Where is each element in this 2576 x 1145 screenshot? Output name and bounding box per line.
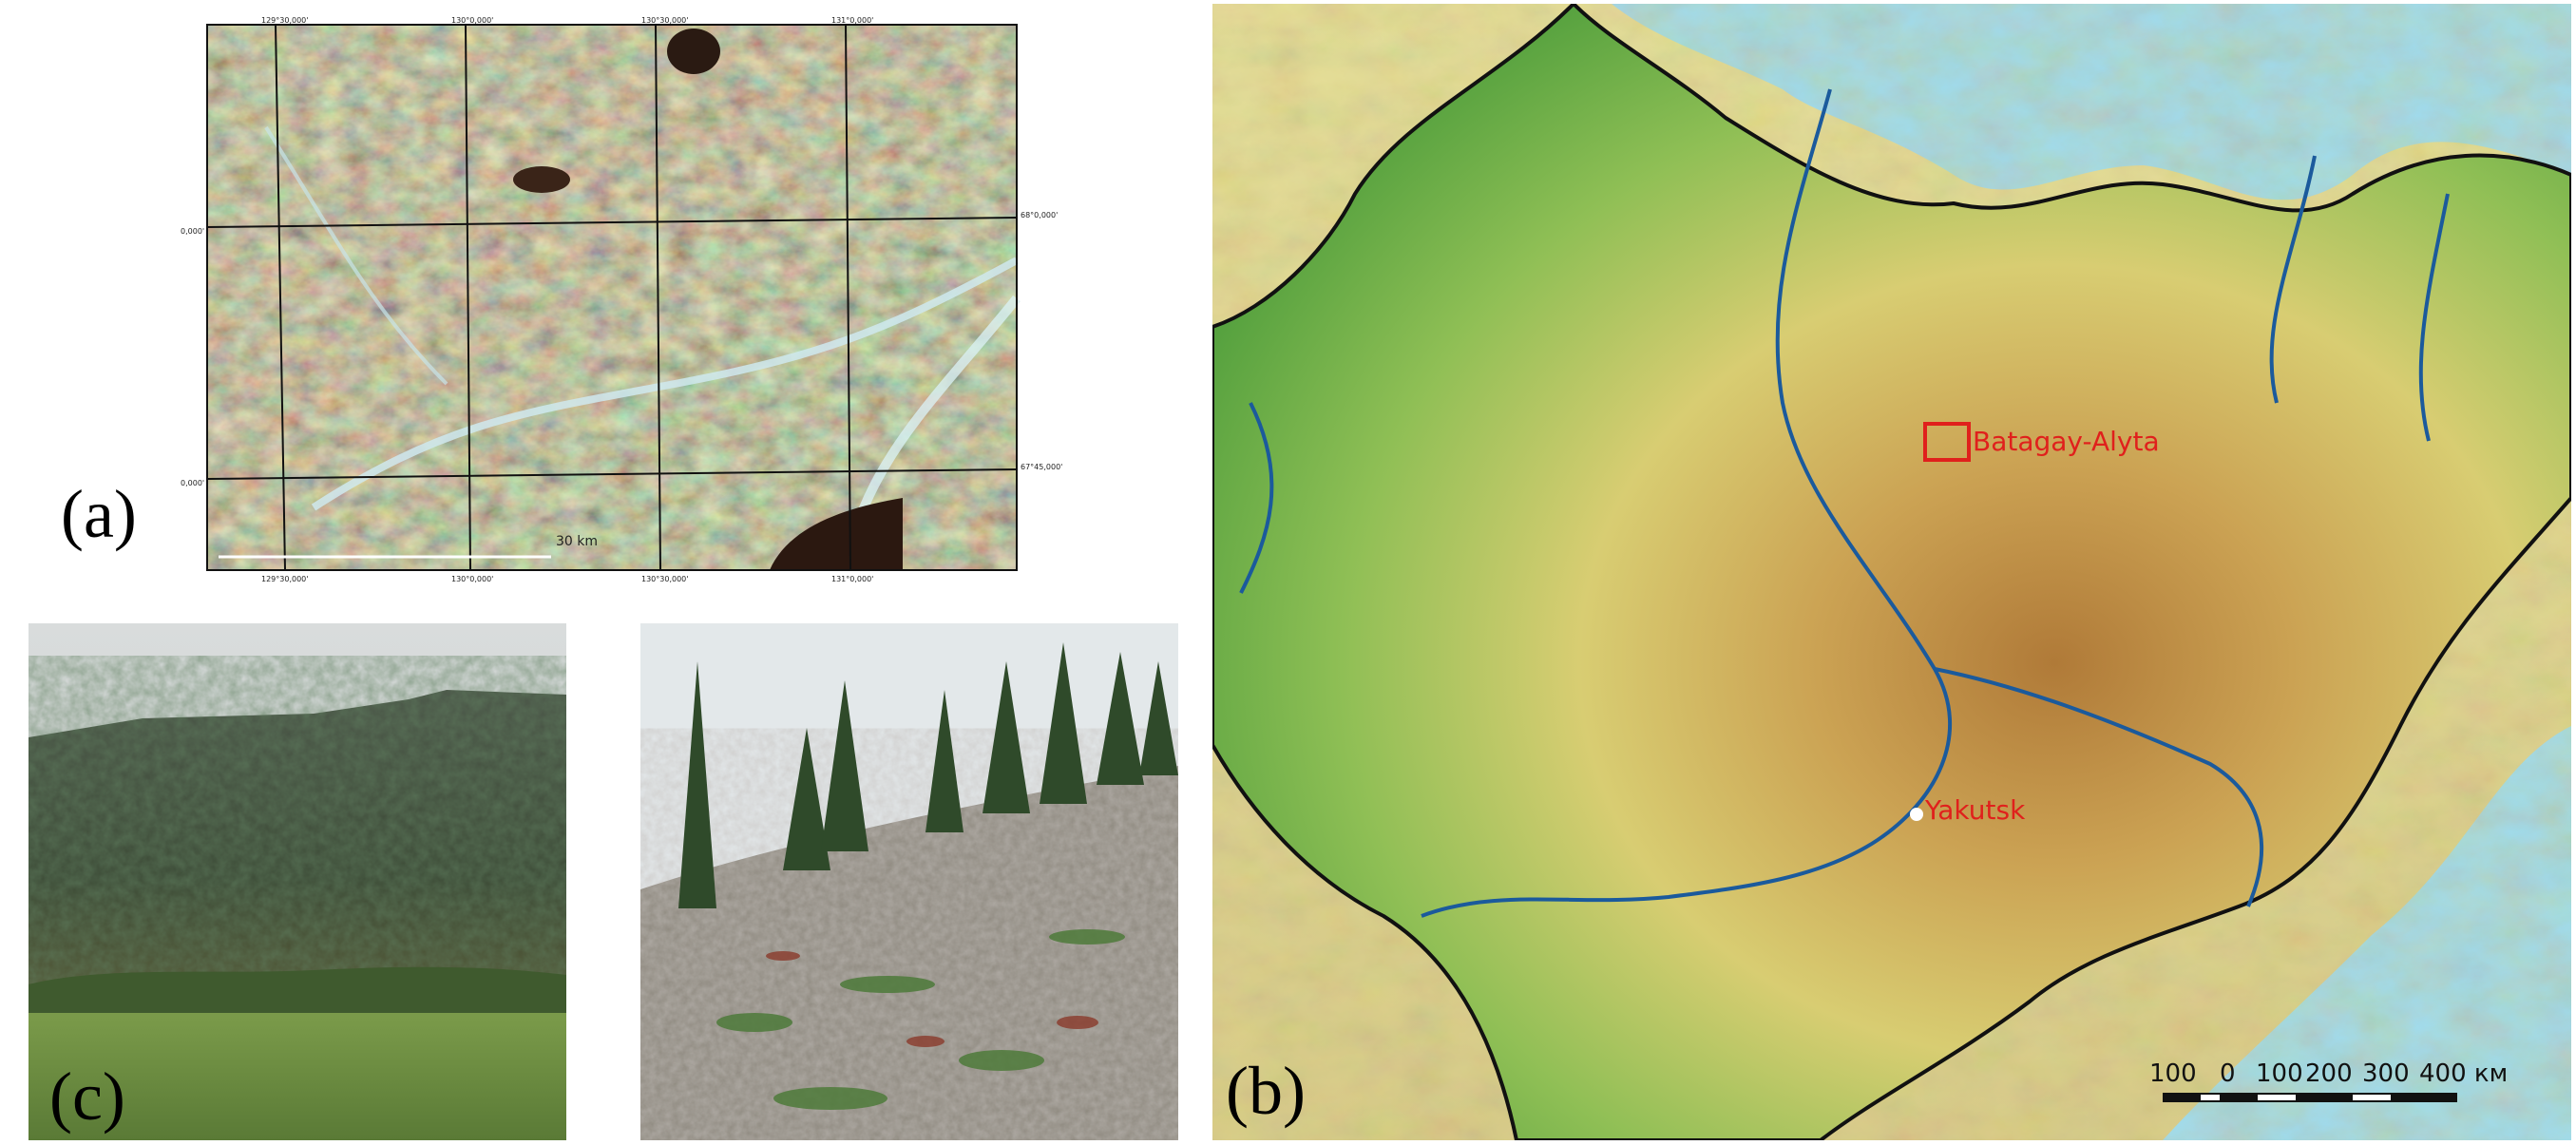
coord-bottom-1: 129°30,000'	[261, 575, 308, 583]
forest-slope-photo	[640, 623, 1178, 1140]
coord-left-1: 0,000'	[181, 227, 204, 236]
relief-map: Batagay-Alyta Yakutsk 100 0 100 200 300 …	[1212, 4, 2571, 1140]
coord-right-1: 68°0,000'	[1021, 211, 1058, 219]
scalebar-tick-2: 0	[2220, 1059, 2236, 1088]
meadow-photo-image	[29, 623, 566, 1140]
place-label-yakutsk: Yakutsk	[1924, 794, 2026, 826]
coord-right-2: 67°45,000'	[1021, 463, 1062, 471]
scalebar-tick-4: 200	[2305, 1059, 2353, 1088]
scalebar-tick-3: 100	[2256, 1059, 2303, 1088]
coord-bottom-4: 131°0,000'	[831, 575, 873, 583]
panel-label-c: (c)	[49, 1059, 125, 1135]
panel-label-a: (a)	[61, 476, 137, 552]
coord-top-2: 130°0,000'	[451, 16, 493, 25]
satellite-image-panel: 30 km 129°30,000' 130°0,000' 130°30,000'…	[181, 13, 1064, 583]
meadow-photo	[29, 623, 566, 1140]
coord-top-3: 130°30,000'	[641, 16, 688, 25]
panel-label-b: (b)	[1226, 1053, 1306, 1129]
yakutsk-marker	[1910, 808, 1923, 821]
scalebar-tick-5: 300	[2362, 1059, 2410, 1088]
coord-bottom-2: 130°0,000'	[451, 575, 493, 583]
map-scalebar: 100 0 100 200 300 400 км	[2149, 1059, 2508, 1102]
coord-bottom-3: 130°30,000'	[641, 575, 688, 583]
coord-left-2: 0,000'	[181, 479, 204, 487]
relief-map-panel: Batagay-Alyta Yakutsk 100 0 100 200 300 …	[1212, 4, 2571, 1140]
coord-top-4: 131°0,000'	[831, 16, 873, 25]
batagay-alyta-marker	[1923, 422, 1971, 462]
satellite-scale: 30 km	[556, 534, 598, 549]
scalebar-tick-6: 400 км	[2419, 1059, 2508, 1088]
coord-top-1: 129°30,000'	[261, 16, 308, 25]
satellite-image: 30 km 129°30,000' 130°0,000' 130°30,000'…	[181, 16, 1062, 583]
forest-slope-photo-image	[640, 623, 1178, 1140]
place-label-batagay-alyta: Batagay-Alyta	[1973, 426, 2160, 457]
scalebar-tick-1: 100	[2149, 1059, 2197, 1088]
